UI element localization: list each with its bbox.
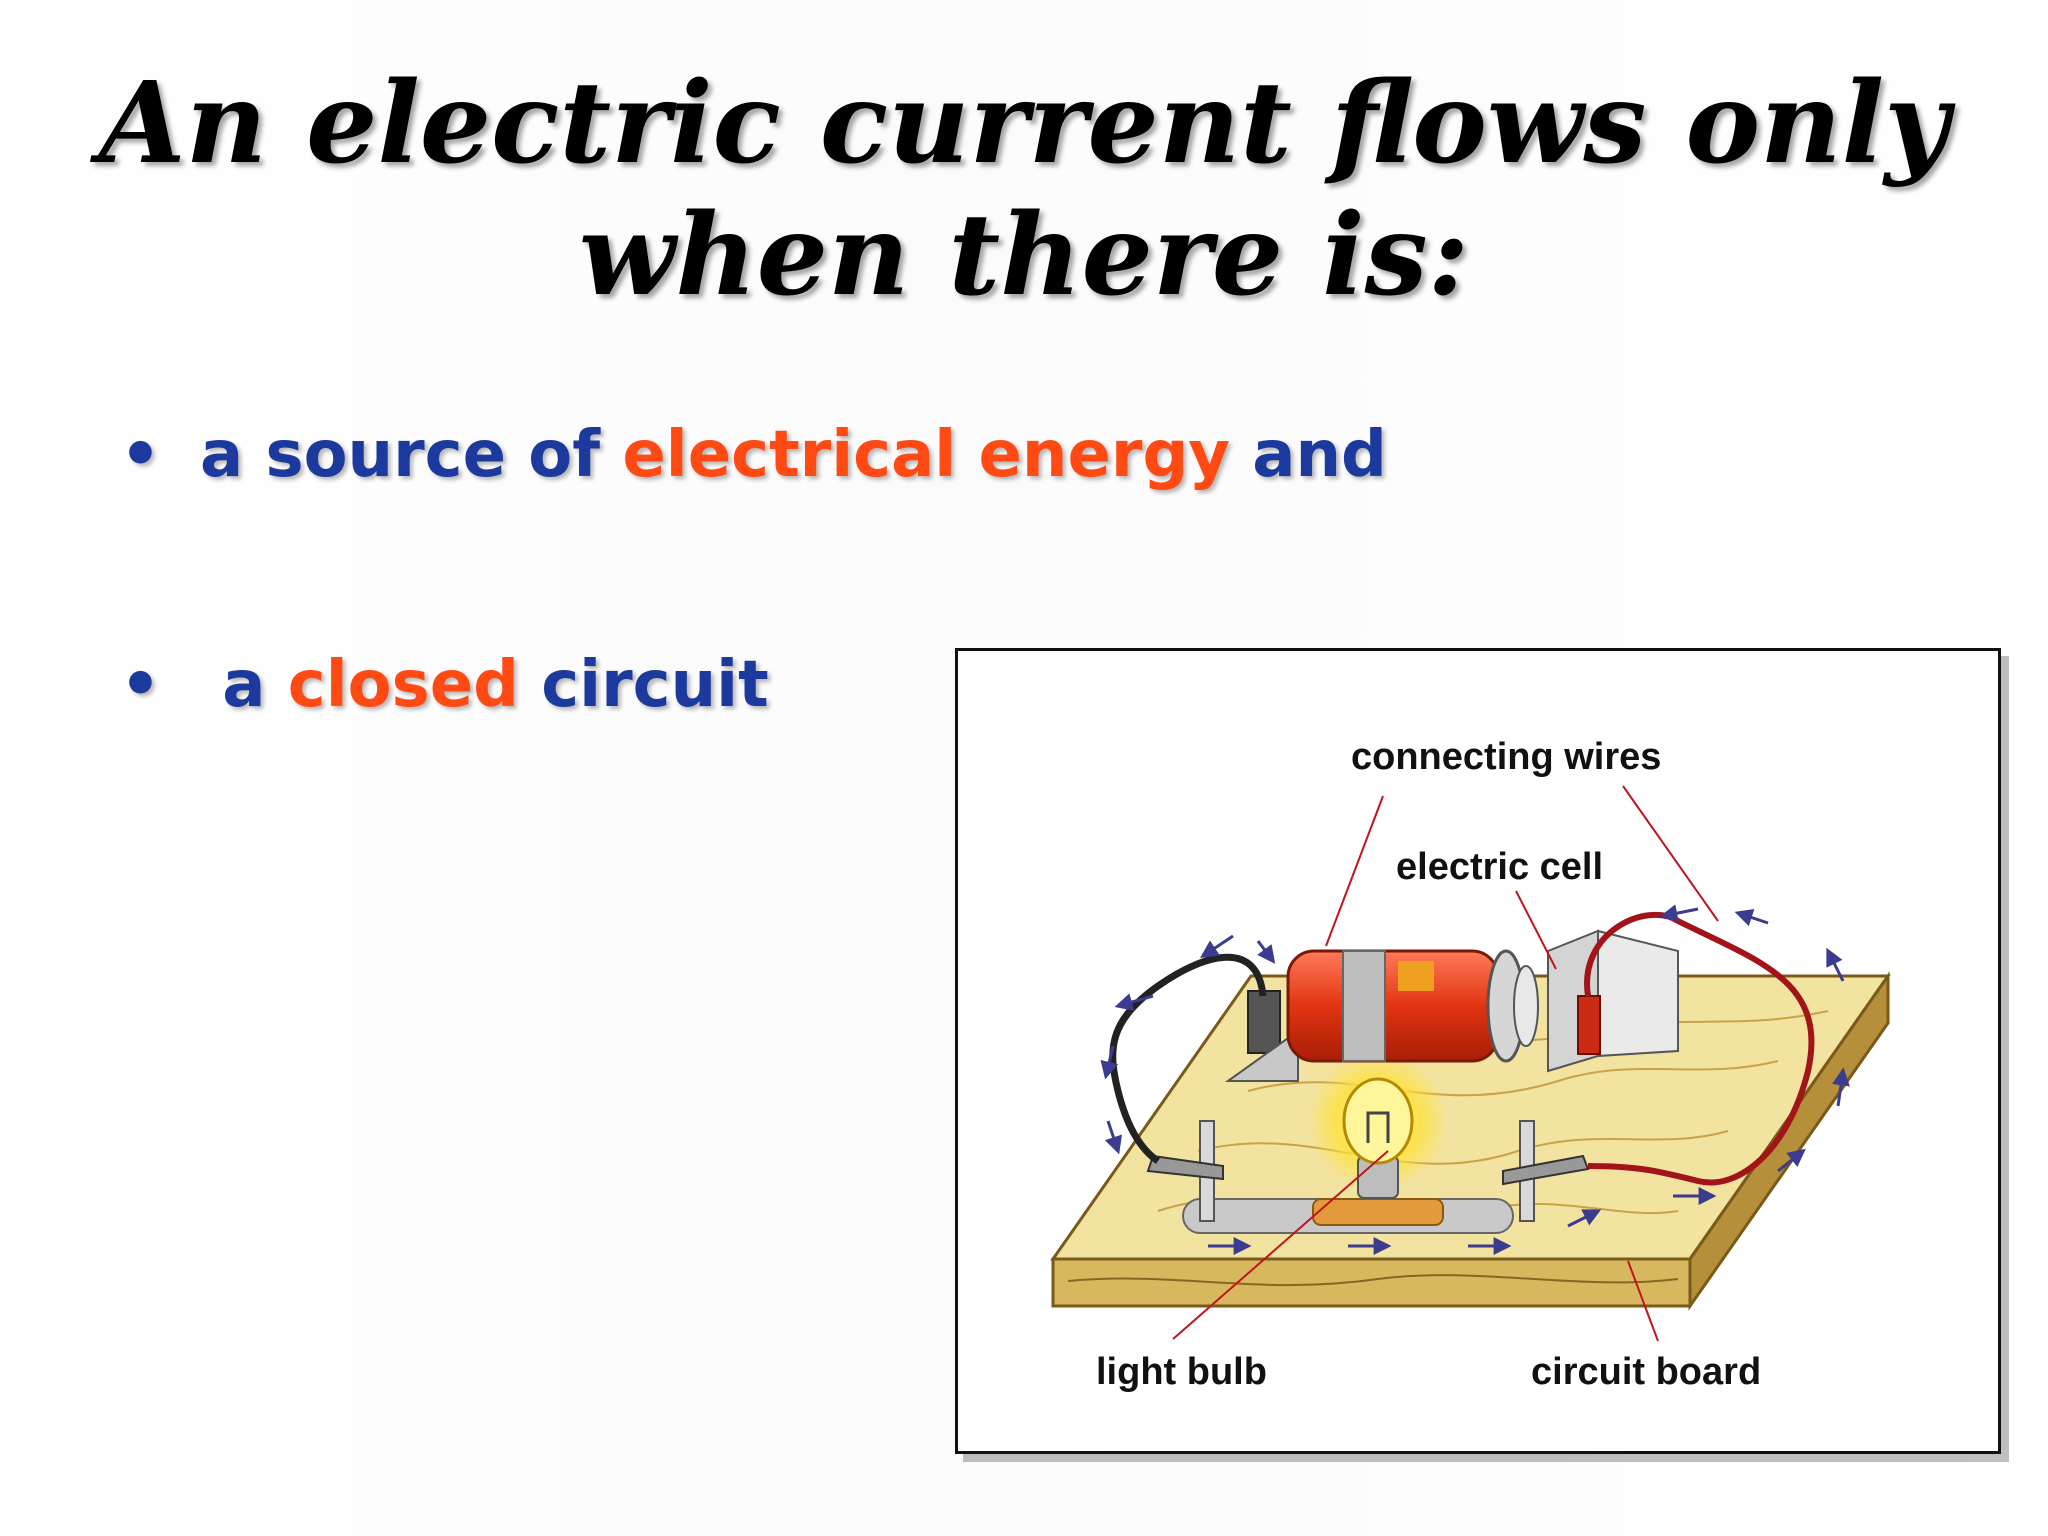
bullet-marker: • [120, 418, 161, 492]
circuit-diagram-frame: connecting wires electric cell light bul… [955, 648, 2001, 1454]
current-flow-arrows [1100, 904, 1850, 1255]
bullet-marker: • [120, 648, 161, 722]
label-electric-cell: electric cell [1396, 846, 1604, 888]
circuit-diagram [1050, 785, 1891, 1342]
bullet-text: circuit [518, 648, 769, 722]
label-leader-lines [1172, 785, 1719, 1342]
black-wire [1109, 953, 1267, 1164]
light-bulb [1308, 1051, 1448, 1226]
title-line-2: when there is: [578, 190, 1470, 321]
slide-title: An electric current flows only when ther… [0, 58, 2048, 322]
title-line-1: An electric current flows only [98, 58, 1950, 189]
bullet-highlight: closed [287, 648, 519, 722]
bullet-text: a source of [200, 418, 623, 492]
label-circuit-board: circuit board [1531, 1351, 1762, 1393]
bullet-text: and [1229, 418, 1387, 492]
bullet-highlight: electrical energy [622, 418, 1230, 492]
red-wire [1584, 911, 1815, 1186]
bullet-item-energy: • a source of electrical energy and [120, 418, 1387, 492]
bullet-text: a [222, 648, 288, 722]
label-connecting-wires: connecting wires [1351, 736, 1662, 778]
electric-cell [1224, 929, 1679, 1082]
label-light-bulb: light bulb [1096, 1351, 1267, 1393]
bullet-item-circuit: • a closed circuit [120, 648, 769, 722]
